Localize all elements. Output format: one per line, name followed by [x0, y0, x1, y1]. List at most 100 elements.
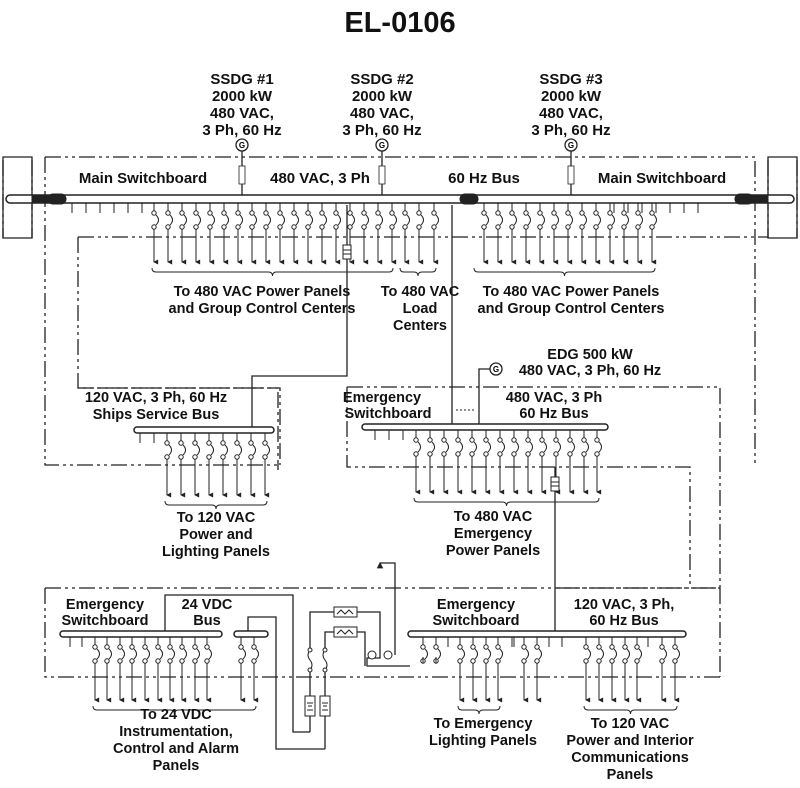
em120-label-2: Switchboard — [432, 613, 519, 629]
feeder-breaker — [649, 203, 657, 265]
feeder-breaker — [389, 203, 397, 265]
feeder-breaker — [583, 637, 591, 703]
feeder-breaker — [204, 637, 212, 703]
feeder-breaker — [537, 203, 545, 265]
battery-charger-assembly — [304, 561, 410, 749]
generator-icon: G — [564, 138, 578, 195]
generator-ssdg-1: SSDG #1 2000 kW 480 VAC, 3 Ph, 60 Hz — [202, 71, 281, 139]
feeder-breaker — [534, 637, 542, 703]
feeder-breaker — [129, 637, 137, 703]
feeder-breaker — [192, 433, 200, 498]
bus-link-left — [31, 195, 49, 203]
feeder-breaker — [305, 203, 313, 265]
emergency-24vdc-bus — [59, 630, 223, 638]
battery-charger-icon-2 — [333, 626, 358, 638]
feeder-breaker — [248, 433, 256, 498]
meter-icon-2 — [383, 650, 393, 660]
fuse-icons — [307, 649, 328, 671]
ss-load-label-2: Power and — [179, 527, 252, 543]
feeder-breaker — [235, 203, 243, 265]
bottom-enclosure — [44, 587, 720, 678]
feeder-breaker — [457, 637, 465, 703]
feeder-breaker — [92, 637, 100, 703]
load-label-power-panels-left-1: To 480 VAC Power Panels — [174, 284, 351, 300]
bus-tie-left — [47, 193, 67, 205]
battery-charger-feed-1 — [164, 594, 310, 733]
charger-supply-breaker — [420, 637, 428, 664]
edg-label-2: 480 VAC, 3 Ph, 60 Hz — [519, 363, 661, 379]
ss-load-label-3: Lighting Panels — [162, 544, 270, 560]
bus-tie-right — [734, 193, 754, 205]
generator-voltage: 480 VAC, — [539, 105, 603, 122]
generator-voltage: 480 VAC, — [350, 105, 414, 122]
main-bus-label-1: 480 VAC, 3 Ph — [270, 170, 370, 187]
diagram-title: EL-0106 — [344, 7, 455, 39]
feeder-breaker — [470, 637, 478, 703]
feeder-breaker — [142, 637, 150, 703]
load-center-breaker — [402, 203, 410, 265]
feeder-breaker — [234, 433, 242, 498]
transformer-icon-2 — [550, 476, 560, 492]
em480-load-label-3: Power Panels — [446, 543, 540, 559]
bus-tie-center — [459, 193, 479, 205]
feeder-breaker — [151, 203, 159, 265]
brace-load-centers — [399, 267, 437, 277]
feeder-breaker — [178, 433, 186, 498]
feeder-breaker — [634, 637, 642, 703]
charger-wire-2 — [324, 631, 366, 666]
load-label-load-centers-2: Load — [403, 301, 438, 317]
svg-text:G: G — [239, 141, 245, 150]
feeder-breaker — [375, 203, 383, 265]
feeder-breaker — [263, 203, 271, 265]
feeder-breaker — [579, 203, 587, 265]
feeder-breaker — [361, 203, 369, 265]
ships-service-bus — [133, 426, 275, 434]
load-label-power-panels-right-2: and Group Control Centers — [478, 301, 665, 317]
feeder-breaker — [206, 433, 214, 498]
feeder-breaker — [567, 430, 575, 495]
generator-icon: G — [235, 138, 249, 195]
em24-bus-label-1: 24 VDC — [182, 597, 233, 613]
main-switchboard-enclosure — [44, 156, 756, 466]
ships-service-label-2: Ships Service Bus — [93, 407, 220, 423]
transformer-icon-2-lines — [551, 481, 559, 487]
edg-label-1: EDG 500 kW — [547, 347, 633, 363]
em120-power-label-2: Power and Interior — [566, 733, 694, 749]
em-lighting-label-2: Lighting Panels — [429, 733, 537, 749]
generator-rating: 2000 kW — [352, 88, 413, 105]
generator-ssdg-2: SSDG #2 2000 kW 480 VAC, 3 Ph, 60 Hz — [342, 71, 421, 139]
brace-120vac-power — [583, 705, 678, 715]
brace-emergency-lighting — [457, 705, 501, 715]
generator-name: SSDG #3 — [539, 71, 602, 88]
em120-label-1: Emergency — [437, 597, 515, 613]
feeder-breaker — [525, 430, 533, 495]
feeder-breaker — [165, 203, 173, 265]
feeder-breaker — [622, 637, 630, 703]
generator-phase: 3 Ph, 60 Hz — [342, 122, 421, 139]
charger-wave-2 — [336, 629, 354, 635]
bus-link-right — [751, 195, 769, 203]
feeder-breaker — [413, 430, 421, 495]
em120-power-label-3: Communications — [571, 750, 689, 766]
load-center-breaker — [416, 203, 424, 265]
feeder-breaker — [167, 637, 175, 703]
feeder-breaker — [594, 430, 602, 495]
charger-supply-breaker — [433, 637, 441, 664]
em480-bus-label-2: 60 Hz Bus — [519, 406, 588, 422]
main-switchboard-label-right: Main Switchboard — [598, 170, 726, 187]
generator-phase: 3 Ph, 60 Hz — [202, 122, 281, 139]
feeder-breaker — [511, 430, 519, 495]
feeder-breaker — [221, 203, 229, 265]
battery-charger-feed-2 — [247, 616, 325, 750]
feeder-breaker — [539, 430, 547, 495]
em480-load-label-2: Emergency — [454, 526, 532, 542]
em24-load-label-3: Control and Alarm — [113, 741, 239, 757]
feeder-breaker — [164, 433, 172, 498]
em120-power-label-1: To 120 VAC — [591, 716, 670, 732]
edg-feed — [478, 368, 490, 424]
feeder-breaker — [509, 203, 517, 265]
em24-label-1: Emergency — [66, 597, 144, 613]
emergency-480vac-bus — [361, 423, 609, 431]
load-label-power-panels-left-2: and Group Control Centers — [169, 301, 356, 317]
